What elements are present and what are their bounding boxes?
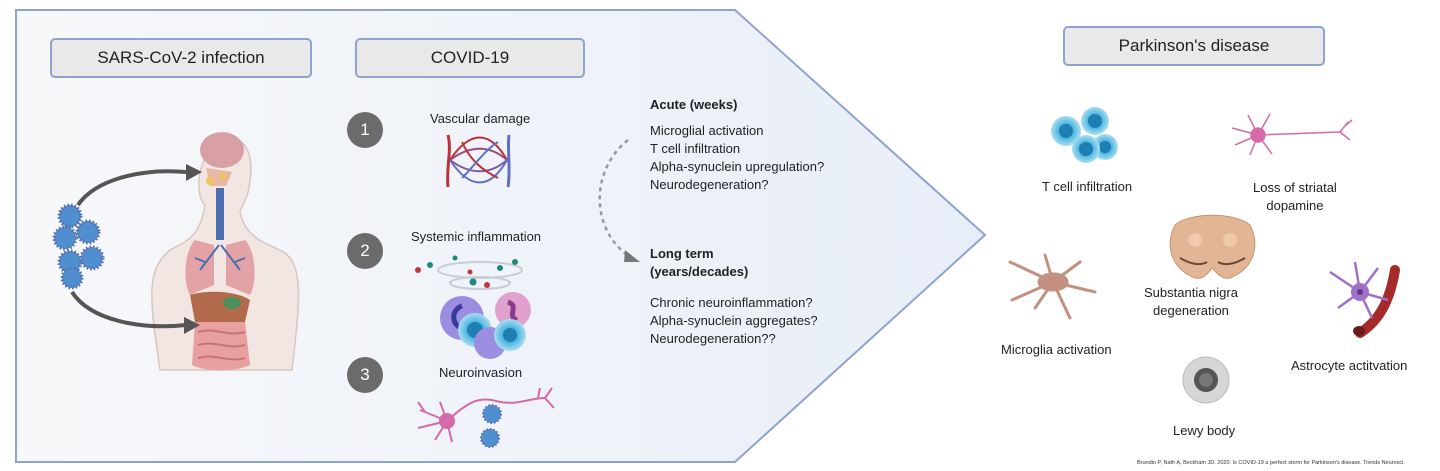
acute-item: Microglial activation: [650, 123, 764, 138]
number-badge-2: 2: [347, 233, 383, 269]
label-loss-of-striatal-dopamine: Loss of striatal dopamine: [1253, 179, 1337, 215]
label-systemic-inflammation: Systemic inflammation: [411, 229, 542, 244]
timeline-arrow-head-icon: [624, 250, 640, 262]
label-astrocyte-activation: Astrocyte actitvation: [1291, 358, 1408, 373]
long-term-item: Neurodegeneration??: [650, 331, 776, 346]
label-line: Loss of striatal: [1253, 180, 1337, 195]
label-lewy-body: Lewy body: [1173, 423, 1236, 438]
label-line: dopamine: [1266, 198, 1324, 213]
infected-neuron-icon: [417, 387, 555, 448]
arrow-to-head: [76, 169, 187, 207]
immune-cells-icon: [415, 255, 531, 359]
dopamine-neuron-icon: [1231, 113, 1353, 156]
label-substantia-nigra-degeneration: Substantia nigra degeneration: [1144, 284, 1238, 320]
label-line: Substantia nigra: [1144, 285, 1238, 300]
microglia-icon: [1008, 253, 1097, 320]
long-term-subtitle: (years/decades): [650, 264, 749, 279]
arrow-to-gut: [70, 290, 187, 329]
header-parkinsons-disease: Parkinson's disease: [1063, 26, 1325, 66]
header-sars-cov-2-infection: SARS-CoV-2 infection: [50, 38, 312, 78]
acute-title: Acute (weeks): [650, 97, 738, 112]
citation: Brundin P, Nath A, Beckham JD. 2020. Is …: [1137, 460, 1405, 466]
arrow-head-icon: [186, 164, 202, 181]
blood-vessel-icon: [446, 134, 511, 188]
label-microglia-activation: Microglia activation: [1001, 342, 1112, 357]
human-body-icon: [151, 132, 300, 371]
label-neuroinvasion: Neuroinvasion: [439, 365, 523, 380]
acute-item: Neurodegeneration?: [650, 177, 769, 192]
long-term-title: Long term: [650, 246, 714, 261]
timeline-dashed-arrow: [598, 139, 631, 259]
long-term-item: Chronic neuroinflammation?: [650, 295, 813, 310]
label-line: degeneration: [1153, 303, 1229, 318]
arrow-head-icon: [184, 317, 200, 334]
substantia-nigra-icon: [1169, 214, 1256, 279]
virus-cluster-icon: [52, 203, 105, 290]
label-vascular-damage: Vascular damage: [430, 111, 531, 126]
lewy-body-icon: [1182, 356, 1230, 404]
number-badge-3: 3: [347, 357, 383, 393]
number-badge-1: 1: [347, 112, 383, 148]
astrocyte-icon: [1329, 261, 1400, 338]
acute-item: Alpha-synuclein upregulation?: [650, 159, 825, 174]
t-cell-cluster-icon: [1051, 107, 1118, 163]
header-covid-19: COVID-19: [355, 38, 585, 78]
long-term-item: Alpha-synuclein aggregates?: [650, 313, 818, 328]
acute-item: T cell infiltration: [650, 141, 741, 156]
label-t-cell-infiltration: T cell infiltration: [1042, 179, 1133, 194]
